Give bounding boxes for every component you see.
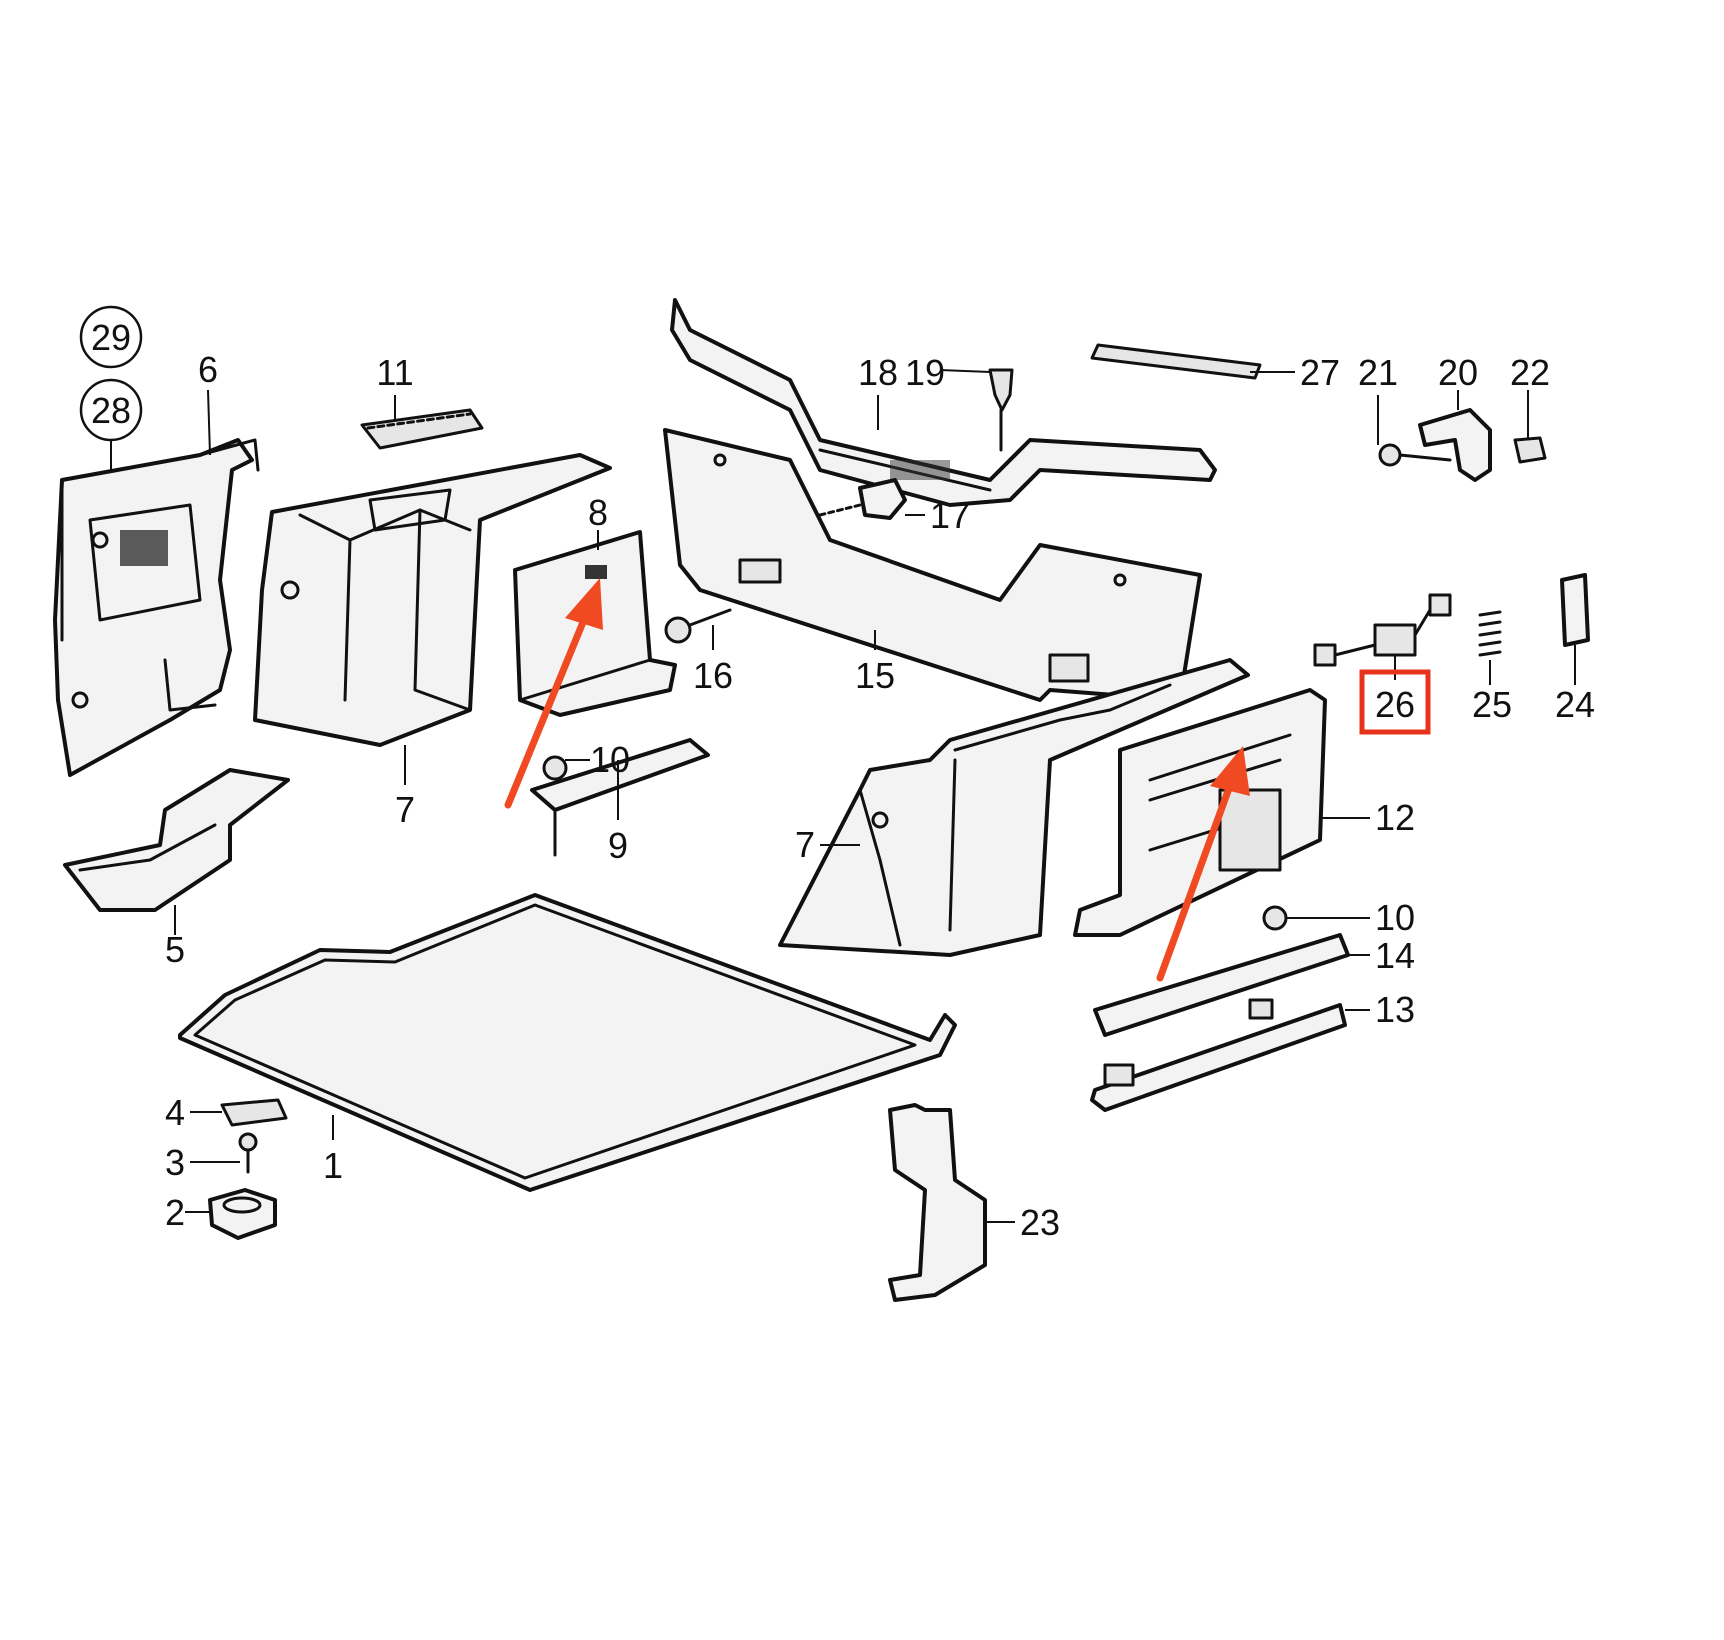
callout-29: 29 — [91, 317, 131, 358]
part-16-screw — [664, 608, 732, 644]
part-6-side-trim-panel — [53, 438, 260, 777]
callout-4: 4 — [165, 1092, 185, 1133]
part-10-nut-right — [1262, 905, 1288, 931]
part-2-grommet — [208, 1188, 277, 1240]
part-21-screw — [1378, 443, 1452, 467]
callout-24: 24 — [1555, 684, 1595, 725]
part-15-rear-panel — [663, 428, 1202, 702]
part-5-tray — [63, 768, 290, 912]
part-22-clip — [1513, 436, 1547, 464]
callout-circle-29 — [79, 305, 143, 369]
callout-8: 8 — [588, 492, 608, 533]
part-11-pad — [360, 408, 484, 450]
part-20-bracket — [1418, 408, 1492, 482]
callout-21: 21 — [1358, 352, 1398, 393]
callout-labels: 29 28 6 11 8 18 19 27 21 20 22 17 16 15 … — [91, 317, 1595, 1243]
callout-12: 12 — [1375, 797, 1415, 838]
part-10-nut-left — [542, 755, 568, 781]
callout-20: 20 — [1438, 352, 1478, 393]
highlight-box-26 — [1359, 669, 1431, 735]
arrow-pointer-left — [504, 578, 603, 809]
part-3-screw — [238, 1132, 258, 1174]
part-1-floor-mat — [178, 893, 957, 1192]
part-7-left-wheelhouse-trim — [253, 453, 612, 747]
callout-11: 11 — [376, 352, 413, 393]
arrow-pointer-right — [1156, 746, 1250, 982]
callout-25: 25 — [1472, 684, 1512, 725]
callout-26: 26 — [1375, 684, 1415, 725]
callout-23: 23 — [1020, 1202, 1060, 1243]
callout-10-left: 10 — [590, 739, 630, 780]
callout-18: 18 — [858, 352, 898, 393]
part-24-latch — [1560, 573, 1590, 647]
callout-14: 14 — [1375, 935, 1415, 976]
part-13-sill — [1090, 998, 1347, 1112]
part-18-upper-rear-trim — [670, 298, 1217, 507]
part-19-clip — [988, 368, 1014, 452]
part-17-bracket — [818, 478, 907, 520]
callout-15: 15 — [855, 655, 895, 696]
callout-1: 1 — [323, 1145, 343, 1186]
callout-2: 2 — [165, 1192, 185, 1233]
callout-5: 5 — [165, 929, 185, 970]
part-25-spring — [1478, 610, 1502, 657]
part-27-strip — [1090, 343, 1262, 380]
part-26-cable — [1313, 593, 1452, 667]
callout-3: 3 — [165, 1142, 185, 1183]
callout-22: 22 — [1510, 352, 1550, 393]
callout-17: 17 — [930, 495, 970, 536]
part-4-plate — [220, 1098, 288, 1127]
callout-19: 19 — [905, 352, 945, 393]
part-9-rail — [530, 738, 710, 857]
callout-27: 27 — [1300, 352, 1340, 393]
callout-circle-28 — [79, 378, 143, 442]
part-7-right-wheelhouse-trim — [778, 658, 1250, 957]
callout-7-right: 7 — [795, 824, 815, 865]
leader-lines — [110, 369, 1576, 1223]
callout-16: 16 — [693, 655, 733, 696]
callout-10-right: 10 — [1375, 897, 1415, 938]
part-23-cover — [888, 1103, 987, 1302]
callout-6: 6 — [198, 349, 218, 390]
callout-7-left: 7 — [395, 789, 415, 830]
callout-28: 28 — [91, 390, 131, 431]
callout-13: 13 — [1375, 989, 1415, 1030]
callout-9: 9 — [608, 825, 628, 866]
